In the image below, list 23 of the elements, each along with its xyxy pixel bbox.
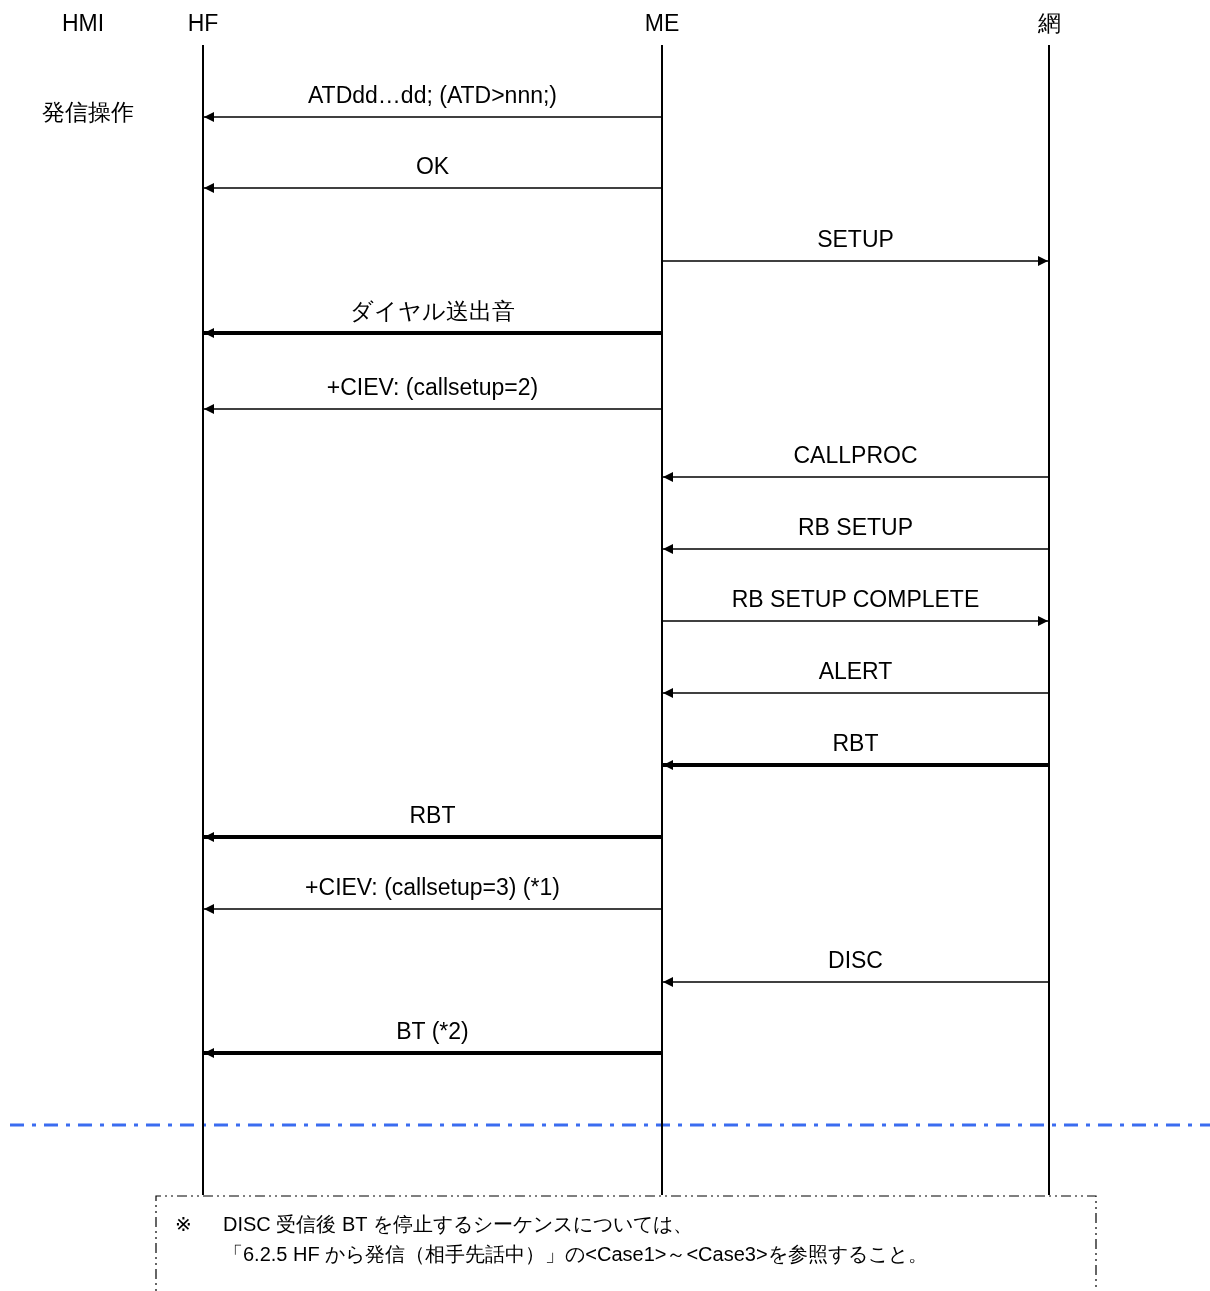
message-arrow [204, 832, 663, 842]
participant-label: 網 [1036, 9, 1062, 38]
participant-label: HMI [60, 9, 106, 38]
note-box [155, 1195, 1097, 1291]
note-text: DISC 受信後 BT を停止するシーケンスについては、 [223, 1212, 693, 1237]
message-arrow [662, 688, 1051, 698]
message-arrow [203, 404, 664, 414]
step-label: 発信操作 [42, 98, 134, 127]
message-arrow [204, 1048, 663, 1058]
message-arrow [203, 904, 664, 914]
message-arrow [660, 616, 1049, 626]
message-arrow [660, 256, 1049, 266]
message-arrow [662, 472, 1051, 482]
message-arrow [662, 544, 1051, 554]
message-arrow [663, 760, 1050, 770]
participant-label: ME [643, 9, 681, 38]
message-arrow [203, 183, 664, 193]
message-arrow [203, 112, 664, 122]
note-text: 「6.2.5 HF から発信（相手先話中）」の<Case1>～<Case3>を参照すること。 [223, 1242, 928, 1267]
participant-label: HF [186, 9, 220, 38]
note-mark: ※ [175, 1212, 192, 1237]
message-arrow [204, 328, 663, 338]
message-arrow [662, 977, 1051, 987]
